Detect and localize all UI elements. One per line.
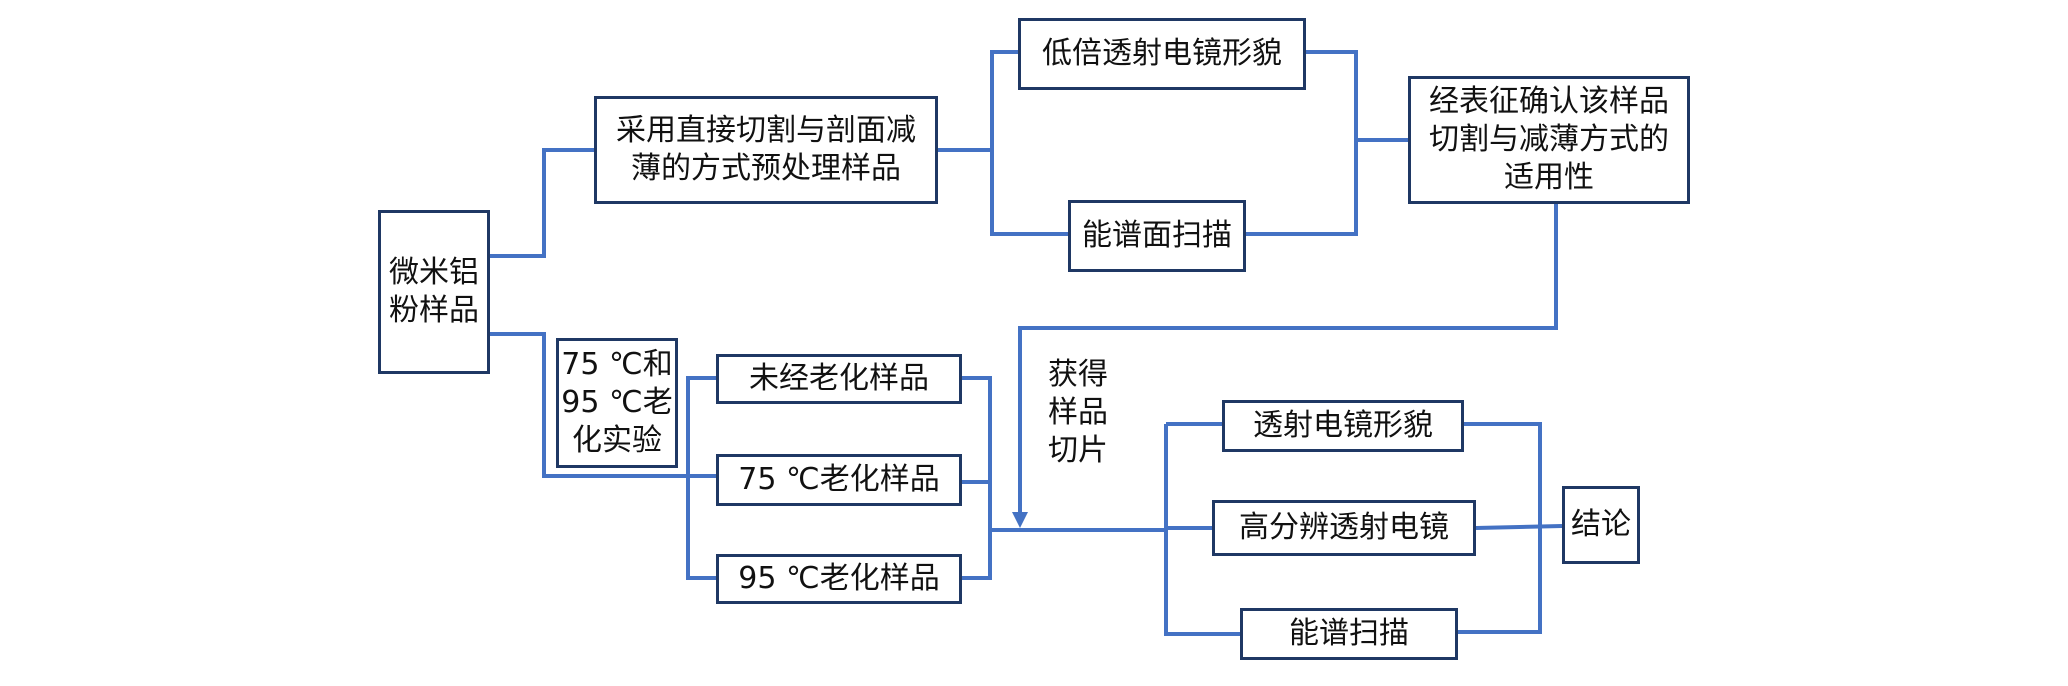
node-low-mag-tem: 低倍透射电镜形貌	[1018, 18, 1306, 90]
node-conclusion: 结论	[1562, 486, 1640, 564]
node-unaged-sample: 未经老化样品	[716, 354, 962, 404]
node-75c-aged-sample: 75 ℃老化样品	[716, 454, 962, 506]
node-pretreatment: 采用直接切割与剖面减 薄的方式预处理样品	[594, 96, 938, 204]
line-aging-to-95c	[686, 476, 716, 580]
line-aging-to-unaged	[686, 376, 716, 476]
node-eds-scan: 能谱扫描	[1240, 608, 1458, 660]
node-applicability-confirmed: 经表征确认该样品 切割与减薄方式的 适用性	[1408, 76, 1690, 204]
node-95c-aged-sample: 95 ℃老化样品	[716, 554, 962, 604]
line-unaged-right	[962, 376, 992, 580]
line-pretreat-to-edsmap	[990, 150, 1068, 236]
line-confirm-down	[1018, 204, 1558, 514]
node-eds-mapping: 能谱面扫描	[1068, 200, 1246, 272]
line-edsmap-to-confirm	[1246, 140, 1358, 236]
line-analysis-to-tem	[1164, 424, 1240, 636]
node-aluminum-powder-sample: 微米铝 粉样品	[378, 210, 490, 374]
line-pretreat-to-lowtem	[938, 50, 1018, 152]
line-hrtem-to-conclusion	[1475, 524, 1563, 530]
line-sample-to-aging	[490, 332, 688, 478]
line-sample-to-pretreat	[490, 148, 594, 258]
arrowhead-down	[1012, 512, 1028, 528]
line-lowtem-to-confirm	[1306, 50, 1408, 142]
node-tem-morphology: 透射电镜形貌	[1222, 400, 1464, 452]
node-hrtem: 高分辨透射电镜	[1212, 500, 1476, 556]
label-obtain-slice: 获得 样品 切片	[1048, 357, 1108, 468]
node-aging-experiment: 75 ℃和 95 ℃老 化实验	[556, 338, 678, 468]
